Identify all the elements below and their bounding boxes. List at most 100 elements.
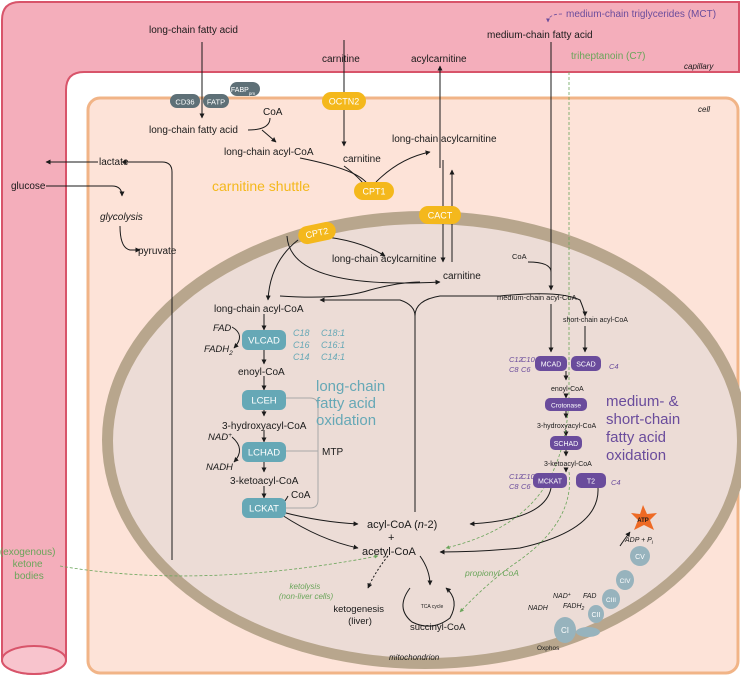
ketogenesis-line-2: (liver) [348,616,372,627]
mc-hydroxyacyl-coa-label: 3-hydroxyacyl-CoA [537,423,596,430]
mckat-label: MCKAT [538,479,563,486]
mc-title-line-2: short-chain [606,411,680,428]
mitochondrion-region-label: mitochondrion [389,653,440,662]
propionyl-coa-label: propionyl-CoA [464,568,519,578]
mc-oxidation-title: medium- & short-chain fatty acid oxidati… [606,393,684,464]
fabp-transporter [230,82,260,96]
pyruvate-label: pyruvate [138,246,177,257]
civ-label: CIV [620,578,632,585]
lactate-label: lactate [99,157,129,168]
ketolysis-label: ketolysis (non-liver cells) [279,582,334,601]
cd36-label: CD36 [175,98,194,107]
mcad-c10: C10 [521,355,536,364]
plus-label: + [388,532,394,544]
scad-enzyme [571,356,601,371]
mct-label: medium-chain triglycerides (MCT) [566,9,716,20]
chain-c14-1: C14:1 [321,352,345,362]
fad-label: FAD [213,323,231,334]
cytosol-lcfa: long-chain fatty acid [149,125,238,136]
ciii-label: CIII [606,597,616,604]
tca-cycle-label: TCA cycle [421,604,444,610]
fadh2-label: FADH2 [204,344,233,357]
octn2-transporter [322,92,366,110]
complex-iii [602,589,620,609]
mc-chain-lengths: C12 C10 C8 C6 C4 C12 C10 C8 C6 C4 [509,355,621,491]
mckat-c12: C12 [509,472,524,481]
mckat-c6: C6 [521,482,531,491]
schad-enzyme [550,436,582,450]
ketone-line-3: bodies [14,571,43,582]
cpt2-transporter [298,221,336,245]
mtp-label: MTP [322,447,343,458]
capillary-end [1,645,67,675]
nad-label: NAD+ [208,432,232,443]
cytosol-lc-acylcarnitine: long-chain acylcarnitine [392,134,497,145]
mcad-c8: C8 [509,365,519,374]
hydroxyacyl-coa-label: 3-hydroxyacyl-CoA [222,421,307,432]
lchad-label: LCHAD [248,448,280,459]
lckat-enzyme [242,498,286,518]
chain-c14: C14 [293,352,310,362]
mc-enoyl-coa-label: enoyl-CoA [551,386,584,393]
mito-lc-acylcarnitine: long-chain acylcarnitine [332,254,437,265]
cytosol-coa: CoA [263,107,283,118]
oxphos-complexes: CI CII CIII CIV CV ATP [554,505,657,643]
ketoacyl-coa-label: 3-ketoacyl-CoA [230,476,299,487]
ketogenesis-label: ketogenesis (liver) [333,604,386,627]
mckat-enzyme [533,473,567,488]
lc-title-line-2: fatty acid [316,395,376,412]
t2-c4: C4 [611,478,621,487]
capillary-region-label: capillary [684,62,714,71]
complex-i-arm [576,627,600,637]
long-chain-enzymes: VLCAD LCEH LCHAD LCKAT [242,330,286,518]
oxphos-nadh-label: NADH [528,605,549,612]
vlcad-label: VLCAD [248,336,280,347]
oxphos-nad-label: NAD+ [553,592,571,600]
lc-title-line-3: oxidation [316,412,376,429]
succinyl-coa-label: succinyl-CoA [410,622,466,633]
mct-arrow [546,13,563,23]
scad-label: SCAD [576,362,595,369]
ketolysis-line-2: (non-liver cells) [279,592,334,601]
oxphos-fadh-label: FADH2 [563,603,585,612]
t2-label: T2 [587,479,595,486]
lchad-enzyme [242,442,286,462]
mito-carnitine: carnitine [443,271,481,282]
acetyl-coa-label: acetyl-CoA [362,546,416,558]
ketone-line-1: (exogenous) [0,547,55,558]
enoyl-coa-label: enoyl-CoA [238,367,285,378]
cpt1-transporter [354,182,394,200]
lceh-label: LCEH [251,396,276,407]
triheptanoin-label: triheptanoin (C7) [571,51,645,62]
cact-transporter [419,206,461,224]
adp-pi-label: ADP + Pi [624,537,654,546]
chain-c16: C16 [293,340,310,350]
complex-v [630,546,650,566]
glucose-label: glucose [11,181,46,192]
acyl-coa-n2-label: acyl-CoA (n-2) [367,519,437,531]
vlcad-enzyme [242,330,286,350]
mckat-c10: C10 [521,472,536,481]
carnitine-shuttle-title: carnitine shuttle [212,178,310,194]
t2-enzyme [576,473,606,488]
pathway-arrows [45,40,631,627]
chain-c18-1: C18:1 [321,328,345,338]
mcad-label: MCAD [541,362,562,369]
mc-title-line-1: medium- & [606,393,679,410]
ketone-line-2: ketone [13,559,43,570]
complex-i [554,617,576,643]
capillary-mcfa: medium-chain fatty acid [487,30,593,41]
mcad-c12: C12 [509,355,524,364]
fatp-label: FATP [207,98,225,107]
text-labels: long-chain fatty acid carnitine acylcarn… [0,9,716,662]
mcad-c6: C6 [521,365,531,374]
oxphos-label: Oxphos [537,645,560,652]
complex-iv [616,570,634,590]
medium-chain-enzymes: MCAD SCAD Crotonase SCHAD MCKAT T2 [533,356,606,488]
capillary-lcfa: long-chain fatty acid [149,25,238,36]
mckat-c8: C8 [509,482,519,491]
atp-label: ATP [637,518,649,524]
